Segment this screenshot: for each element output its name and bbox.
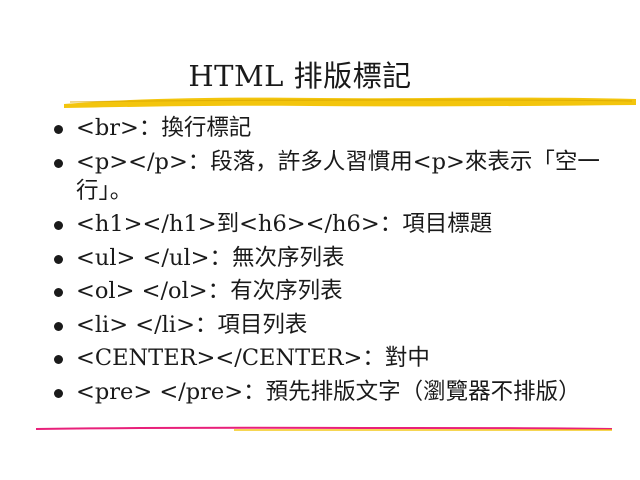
list-item: <li> </li>：項目列表 [52,311,612,340]
list-item-text: <ul> </ul>：無次序列表 [76,244,345,271]
bullet-dot-icon [54,355,63,364]
list-item: <ol> </ol>：有次序列表 [52,277,612,306]
slide-title: HTML 排版標記 [188,59,412,93]
list-item-text: <h1></h1>到<h6></h6>：項目標題 [76,211,493,237]
list-item-text: <br>：換行標記 [76,115,252,141]
bullet-list: <br>：換行標記 <p></p>：段落，許多人習慣用<p>來表示「空一行」。 … [52,114,612,411]
list-item-text: <pre> </pre>：預先排版文字（瀏覽器不排版） [76,378,581,405]
bullet-dot-icon [54,158,63,168]
list-item-text: <ol> </ol>：有次序列表 [76,278,343,304]
bullet-dot-icon [54,388,63,398]
bullet-dot-icon [54,321,63,331]
list-item: <h1></h1>到<h6></h6>：項目標題 [52,210,612,239]
list-item-text: <li> </li>：項目列表 [76,311,308,338]
bullet-dot-icon [54,254,63,264]
bottom-brush-rule [35,426,613,431]
list-item: <p></p>：段落，許多人習慣用<p>來表示「空一行」。 [52,148,612,206]
bullet-dot-icon [54,221,63,230]
list-item: <CENTER></CENTER>：對中 [52,344,612,373]
list-item-text: <CENTER></CENTER>：對中 [76,345,430,371]
bullet-dot-icon [54,125,63,134]
bullet-dot-icon [54,288,63,297]
list-item: <ul> </ul>：無次序列表 [52,244,612,273]
list-item: <pre> </pre>：預先排版文字（瀏覽器不排版） [52,378,612,407]
list-item: <br>：換行標記 [52,114,612,143]
list-item-text: <p></p>：段落，許多人習慣用<p>來表示「空一行」。 [76,148,600,204]
title-brush-rule [64,97,636,108]
